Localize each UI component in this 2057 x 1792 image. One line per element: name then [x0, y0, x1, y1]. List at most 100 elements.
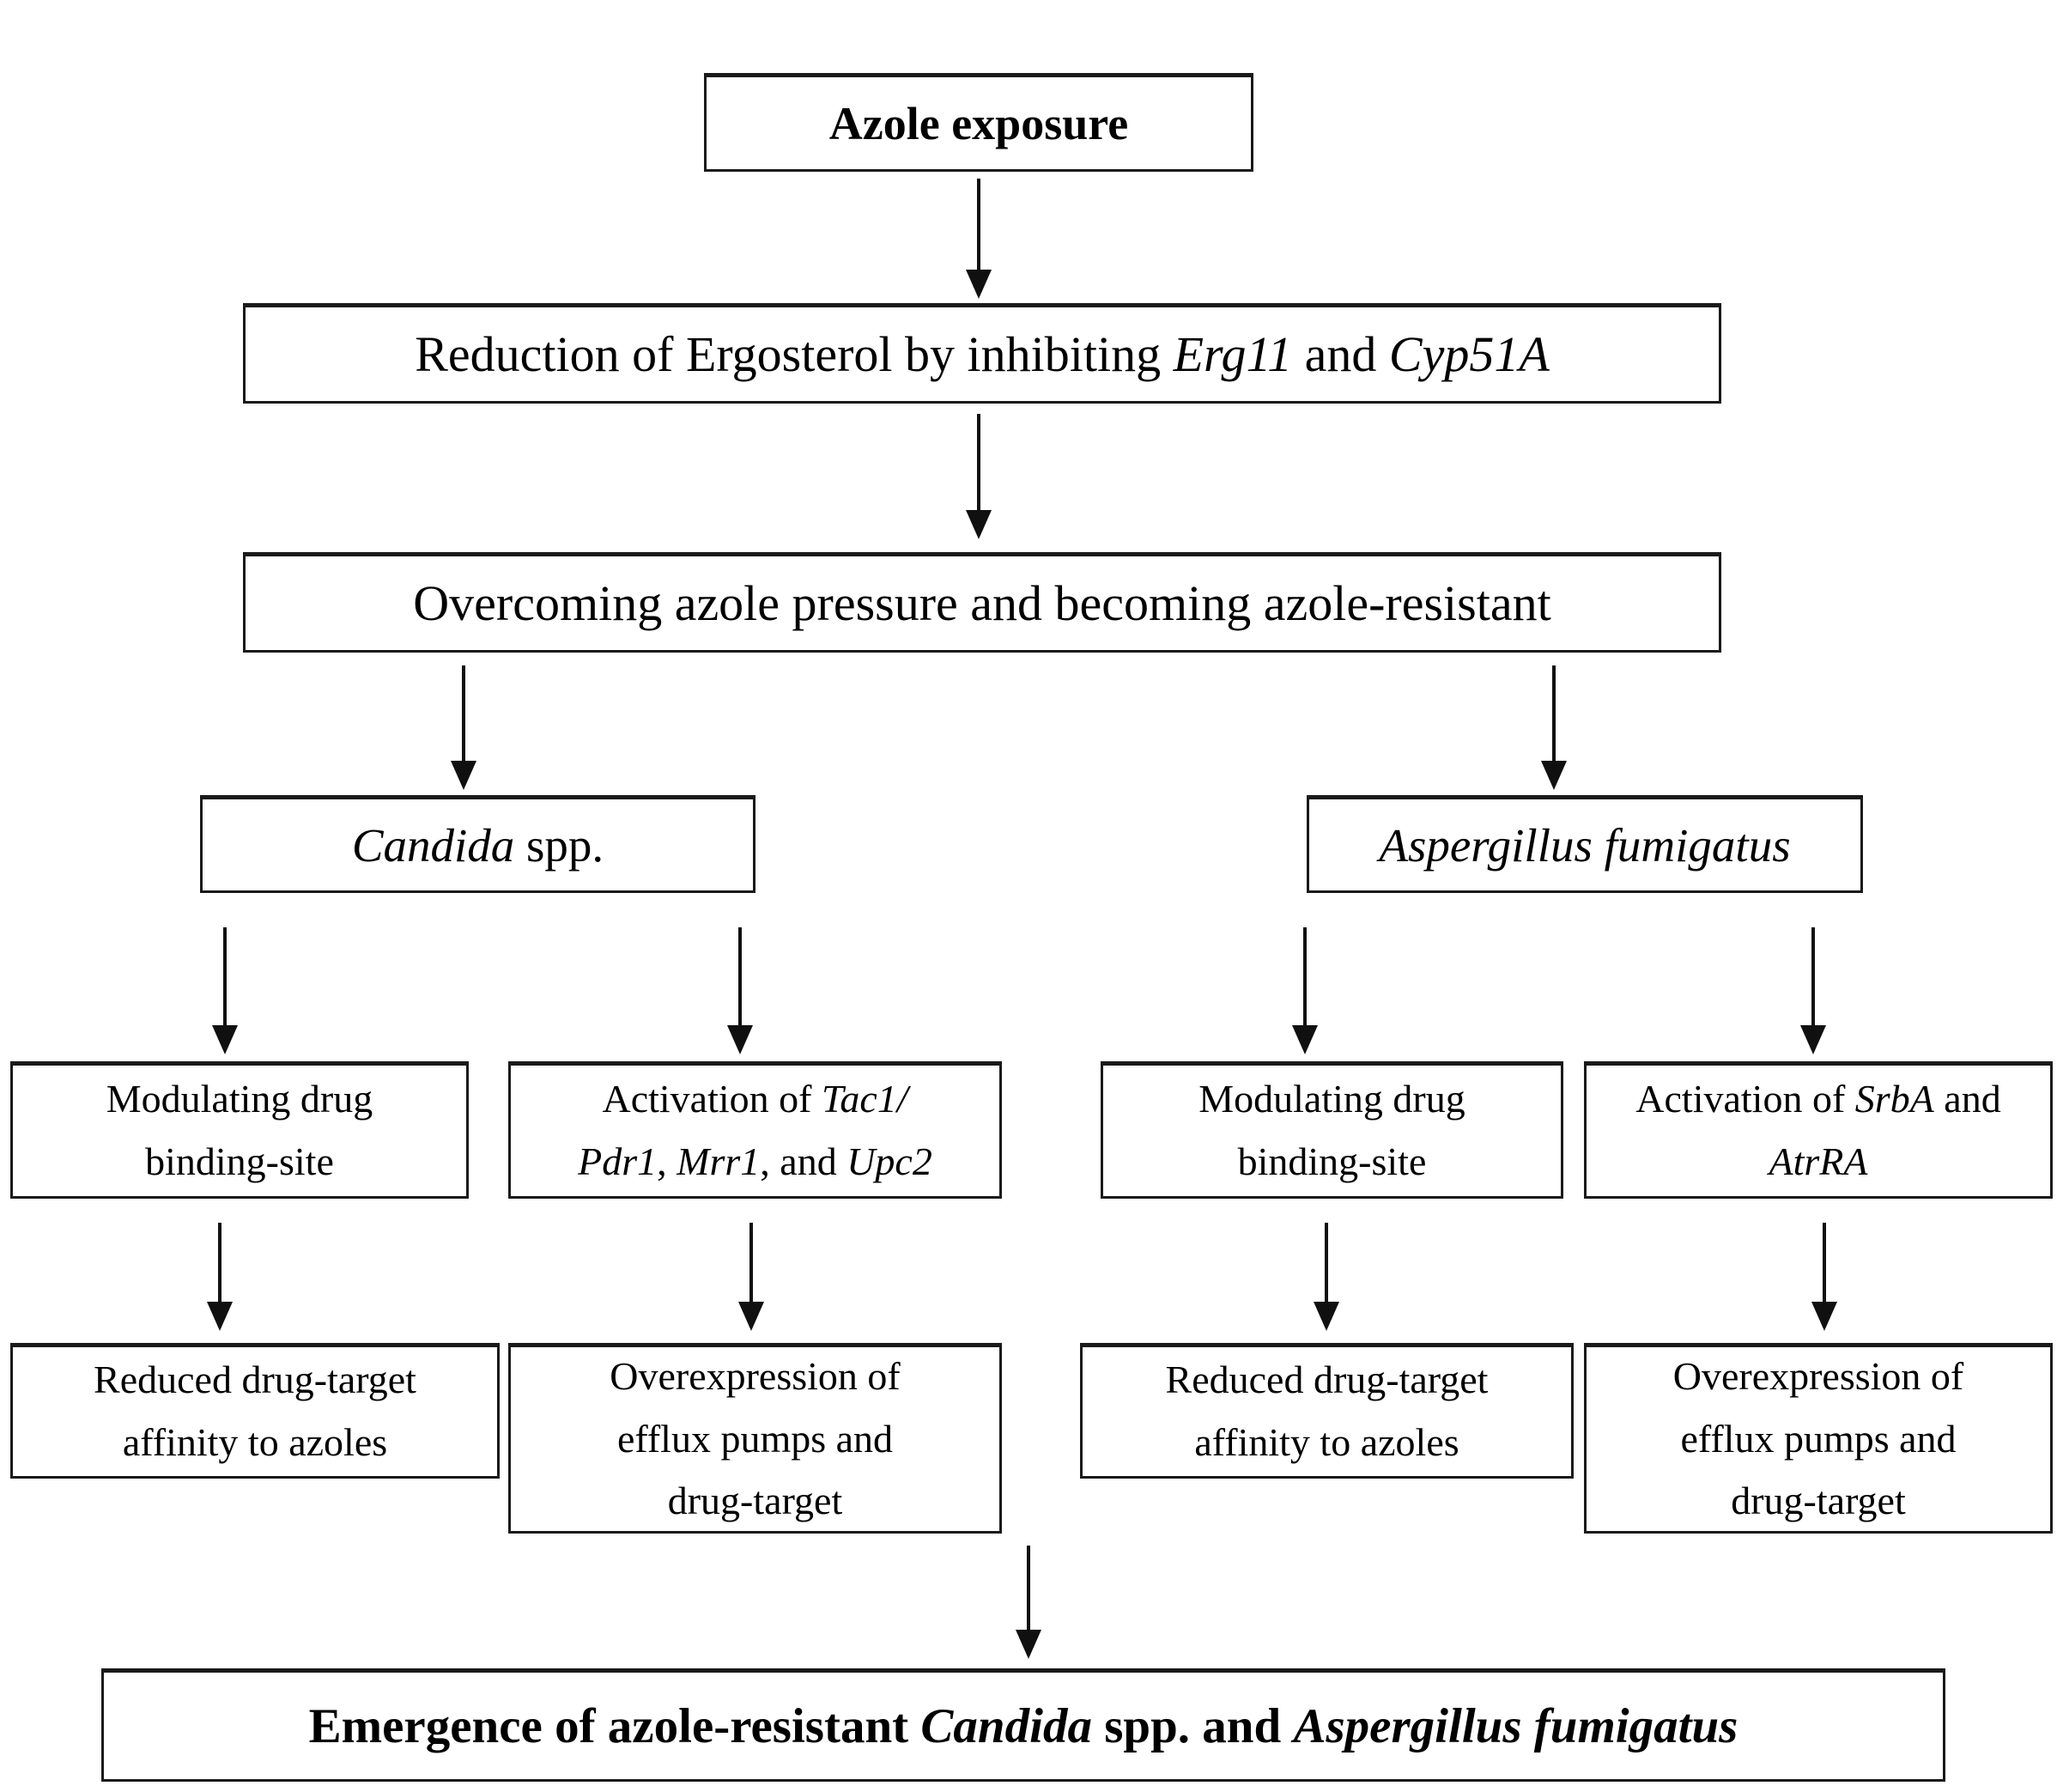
arrow-modulating-to-reduced-candida: [207, 1223, 233, 1331]
arrow-activation-to-overexpression-aspergillus: [1811, 1223, 1837, 1331]
box-text-line: Activation of SrbA and: [1635, 1068, 2000, 1131]
text-segment: Activation of: [1635, 1077, 1855, 1121]
box-text-line: binding-site: [1238, 1131, 1427, 1194]
text-segment: drug-target: [1731, 1479, 1906, 1523]
text-segment: binding-site: [1237, 1139, 1427, 1183]
arrow-stem: [1823, 1223, 1826, 1307]
box-text-line: Aspergillus fumigatus: [1379, 818, 1790, 872]
arrow-head-icon: [1016, 1630, 1041, 1659]
arrow-reduction-to-overcoming: [966, 414, 992, 539]
arrow-head-icon: [1314, 1302, 1339, 1331]
arrow-stem: [738, 927, 742, 1030]
flow-box-activation-tac1-pdr1-mrr1-upc2: Activation of Tac1/ Pdr1, Mrr1, and Upc2: [508, 1061, 1002, 1199]
text-segment: Modulating drug: [1198, 1077, 1465, 1121]
arrow-head-icon: [1541, 761, 1567, 790]
gene-erg11: Erg11: [1173, 326, 1293, 382]
arrow-stem: [462, 665, 465, 766]
arrow-head-icon: [727, 1025, 753, 1054]
flow-box-overexpression-efflux-aspergillus: Overexpression of efflux pumps and drug-…: [1584, 1343, 2053, 1534]
arrow-stem: [977, 179, 980, 275]
flow-box-modulating-binding-site-aspergillus: Modulating drug binding-site: [1101, 1061, 1563, 1199]
box-text-line: efflux pumps and: [617, 1408, 893, 1471]
arrow-stem: [749, 1223, 753, 1307]
flow-box-modulating-binding-site-candida: Modulating drug binding-site: [10, 1061, 469, 1199]
text-segment: affinity to azoles: [1194, 1420, 1459, 1464]
flow-box-emergence: Emergence of azole-resistant Candida spp…: [101, 1668, 1945, 1782]
text-segment: efflux pumps and: [616, 1416, 894, 1461]
box-text-line: Modulating drug: [1198, 1068, 1465, 1131]
text-segment: spp.: [514, 818, 604, 872]
arrow-azole-to-reduction: [966, 179, 992, 299]
arrow-head-icon: [966, 270, 992, 299]
box-text-line: affinity to azoles: [1194, 1412, 1459, 1474]
gene-mrr1: Mrr1: [677, 1139, 761, 1183]
gene-upc2: Upc2: [846, 1139, 932, 1183]
arrow-modulating-to-reduced-aspergillus: [1314, 1223, 1339, 1331]
box-text-line: efflux pumps and: [1680, 1408, 1956, 1471]
flow-box-overcoming-pressure: Overcoming azole pressure and becoming a…: [243, 552, 1721, 653]
species-aspergillus: Aspergillus fumigatus: [1379, 818, 1791, 872]
arrow-aspergillus-to-activation: [1800, 927, 1826, 1054]
flow-box-reduced-affinity-aspergillus: Reduced drug-target affinity to azoles: [1080, 1343, 1574, 1479]
box-text-line: drug-target: [1731, 1470, 1906, 1533]
box-text-line: Reduced drug-target: [1166, 1349, 1489, 1412]
box-text-line: Azole exposure: [829, 97, 1128, 150]
text-segment: spp. and: [1091, 1698, 1294, 1753]
flow-box-reduced-affinity-candida: Reduced drug-target affinity to azoles: [10, 1343, 500, 1479]
arrow-stem: [1325, 1223, 1328, 1307]
arrow-aspergillus-to-modulating: [1292, 927, 1318, 1054]
text-segment: Modulating drug: [106, 1077, 373, 1121]
arrow-stem: [1811, 927, 1815, 1030]
arrow-stem: [218, 1223, 221, 1307]
arrow-head-icon: [738, 1302, 764, 1331]
box-text-line: Activation of Tac1/: [602, 1068, 907, 1131]
box-text-line: Reduction of Ergosterol by inhibiting Er…: [415, 325, 1550, 383]
flow-box-aspergillus-fumigatus: Aspergillus fumigatus: [1307, 795, 1863, 893]
arrow-head-icon: [1292, 1025, 1318, 1054]
text-segment: affinity to azoles: [122, 1420, 388, 1464]
box-text-line: Overcoming azole pressure and becoming a…: [413, 574, 1550, 632]
flow-box-overexpression-efflux-candida: Overexpression of efflux pumps and drug-…: [508, 1343, 1002, 1534]
flow-box-activation-srba-atrra: Activation of SrbA and AtrRA: [1584, 1061, 2053, 1199]
box-text-line: binding-site: [145, 1131, 334, 1194]
arrow-stem: [223, 927, 227, 1030]
arrow-activation-to-overexpression-candida: [738, 1223, 764, 1331]
arrow-stem: [1027, 1546, 1030, 1635]
gene-cyp51a: Cyp51A: [1388, 326, 1550, 382]
text-segment: , and: [760, 1139, 847, 1183]
arrow-head-icon: [451, 761, 476, 790]
box-text-line: AtrRA: [1769, 1131, 1868, 1194]
text-segment: and: [1933, 1077, 2001, 1121]
flow-box-azole-exposure: Azole exposure: [704, 73, 1253, 172]
box-text-line: affinity to azoles: [123, 1412, 387, 1474]
text-segment: efflux pumps and: [1680, 1416, 1957, 1461]
box-text-line: Modulating drug: [106, 1068, 373, 1131]
box-text-line: Candida spp.: [352, 818, 604, 872]
species-aspergillus: Aspergillus fumigatus: [1293, 1698, 1738, 1753]
arrow-stem: [977, 414, 980, 515]
arrow-overcoming-to-aspergillus: [1541, 665, 1567, 790]
text-segment: Activation of: [602, 1077, 822, 1121]
text-segment: Reduced drug-target: [1165, 1358, 1489, 1402]
text-segment: Emergence of azole-resistant: [308, 1698, 921, 1753]
arrow-head-icon: [966, 510, 992, 539]
arrow-head-icon: [212, 1025, 238, 1054]
arrow-head-icon: [1811, 1302, 1837, 1331]
text-segment: Overexpression of: [610, 1354, 901, 1398]
box-text-line: Overexpression of: [610, 1346, 901, 1408]
text-segment: binding-site: [145, 1139, 334, 1183]
arrow-stem: [1303, 927, 1307, 1030]
text-segment: Overexpression of: [1672, 1354, 1964, 1398]
arrow-stem: [1552, 665, 1556, 766]
arrow-head-icon: [1800, 1025, 1826, 1054]
box-text-line: Pdr1, Mrr1, and Upc2: [578, 1131, 932, 1194]
box-text-line: Reduced drug-target: [94, 1349, 416, 1412]
box-text-line: Emergence of azole-resistant Candida spp…: [309, 1698, 1738, 1754]
gene-pdr1: Pdr1: [578, 1139, 658, 1183]
gene-atrra: AtrRA: [1769, 1139, 1868, 1183]
text-segment: ,: [657, 1139, 677, 1183]
box-text-line: Overexpression of: [1673, 1346, 1964, 1408]
gene-tac1: Tac1/: [821, 1077, 908, 1121]
text-segment: Azole exposure: [828, 97, 1129, 149]
text-segment: and: [1292, 326, 1389, 382]
